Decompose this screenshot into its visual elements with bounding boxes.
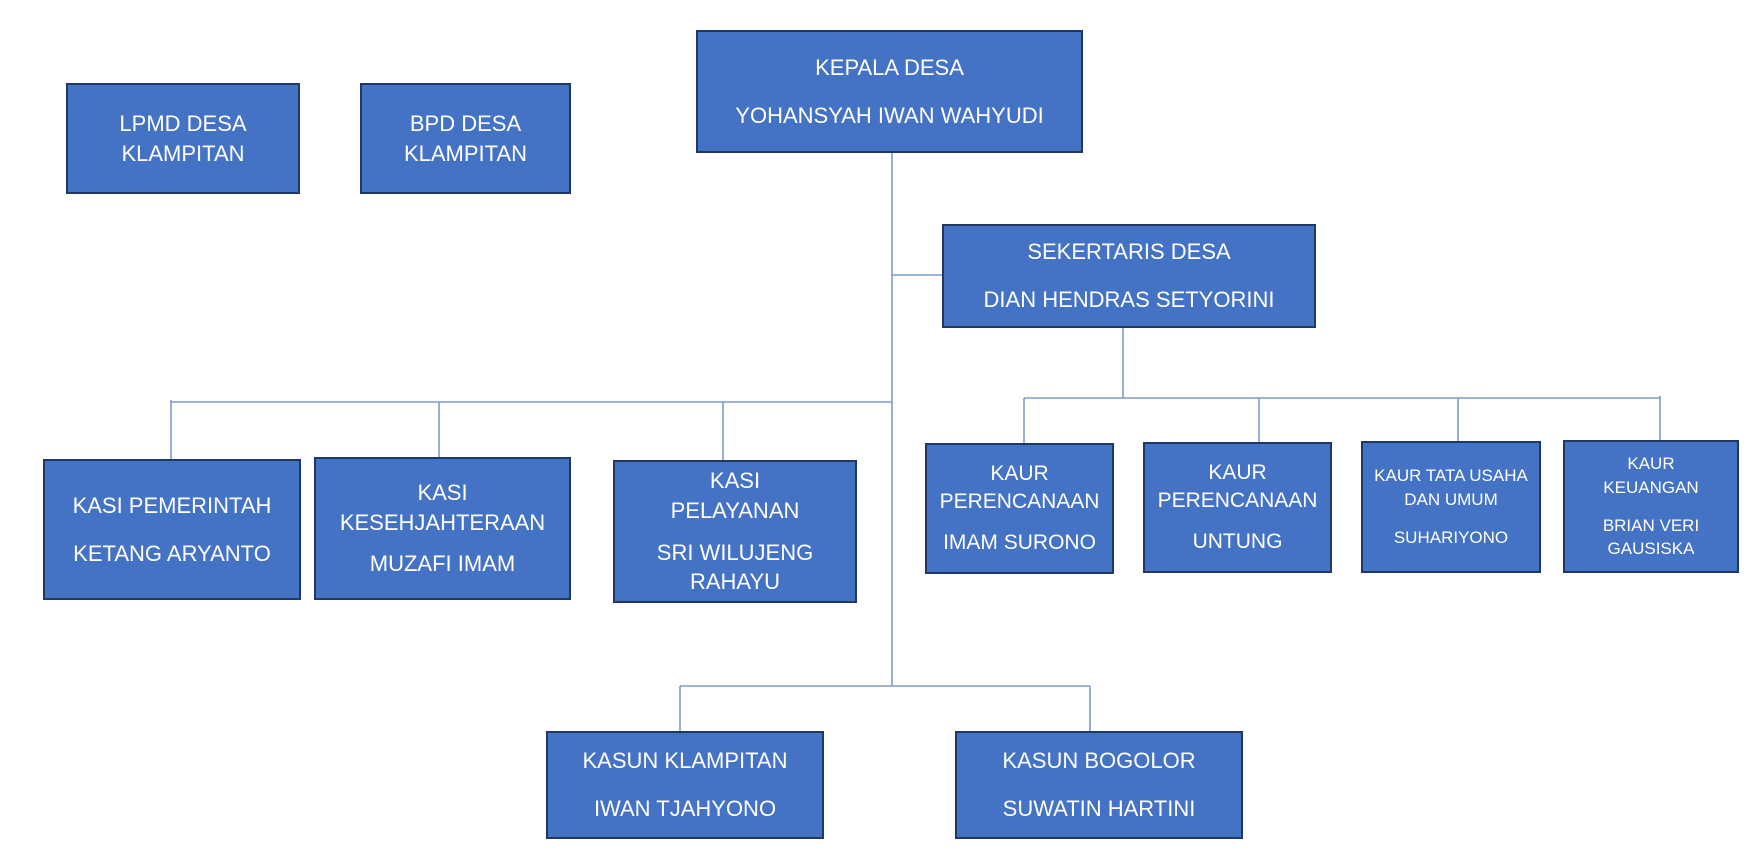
kaur-perencanaan-1-title: KAUR PERENCANAAN (939, 461, 1100, 514)
sekertaris-desa-box: SEKERTARIS DESA DIAN HENDRAS SETYORINI (942, 224, 1316, 328)
kaur-perencanaan-2-name: UNTUNG (1192, 529, 1283, 553)
kasi-pelayanan-title: KASI PELAYANAN (670, 468, 800, 523)
kasi-pemerintah-title: KASI PEMERINTAH (72, 492, 272, 518)
kepala-desa-name: YOHANSYAH IWAN WAHYUDI (735, 102, 1044, 128)
kaur-perencanaan-2-box: KAUR PERENCANAAN UNTUNG (1143, 442, 1332, 573)
kasi-pelayanan-box: KASI PELAYANAN SRI WILUJENG RAHAYU (613, 460, 857, 603)
kasun-bogolor-box: KASUN BOGOLOR SUWATIN HARTINI (955, 731, 1243, 839)
kasi-pemerintah-box: KASI PEMERINTAH KETANG ARYANTO (43, 459, 301, 600)
kasi-kesejahteraan-name: MUZAFI IMAM (369, 551, 516, 577)
kasi-pemerintah-name: KETANG ARYANTO (73, 540, 271, 566)
kepala-desa-box: KEPALA DESA YOHANSYAH IWAN WAHYUDI (696, 30, 1083, 153)
kaur-tata-usaha-box: KAUR TATA USAHA DAN UMUM SUHARIYONO (1361, 441, 1541, 573)
lpmd-desa-box: LPMD DESA KLAMPITAN (66, 83, 300, 194)
kasun-klampitan-box: KASUN KLAMPITAN IWAN TJAHYONO (546, 731, 824, 839)
bpd-title: BPD DESA KLAMPITAN (403, 110, 528, 166)
kasi-kesejahteraan-box: KASI KESEHJAHTERAAN MUZAFI IMAM (314, 457, 571, 600)
kaur-perencanaan-2-title: KAUR PERENCANAAN (1157, 460, 1318, 513)
sekertaris-desa-name: DIAN HENDRAS SETYORINI (983, 287, 1275, 312)
lpmd-title: LPMD DESA KLAMPITAN (119, 110, 247, 166)
kasun-bogolor-name: SUWATIN HARTINI (1002, 796, 1196, 821)
kaur-keuangan-title: KAUR KEUANGAN (1603, 453, 1699, 497)
kaur-perencanaan-1-name: IMAM SURONO (943, 530, 1096, 554)
kaur-tata-usaha-name: SUHARIYONO (1393, 527, 1509, 547)
kasun-klampitan-name: IWAN TJAHYONO (593, 796, 777, 821)
kasi-kesejahteraan-title: KASI KESEHJAHTERAAN (339, 479, 546, 535)
kasi-pelayanan-name: SRI WILUJENG RAHAYU (656, 539, 814, 595)
kaur-keuangan-box: KAUR KEUANGAN BRIAN VERI GAUSISKA (1563, 440, 1739, 573)
kaur-keuangan-name: BRIAN VERI GAUSISKA (1602, 515, 1700, 559)
kasun-bogolor-title: KASUN BOGOLOR (1002, 748, 1196, 774)
sekertaris-desa-title: SEKERTARIS DESA (1027, 239, 1231, 265)
kasun-klampitan-title: KASUN KLAMPITAN (582, 748, 788, 774)
kaur-tata-usaha-title: KAUR TATA USAHA DAN UMUM (1374, 466, 1528, 510)
kaur-perencanaan-1-box: KAUR PERENCANAAN IMAM SURONO (925, 443, 1114, 574)
bpd-desa-box: BPD DESA KLAMPITAN (360, 83, 571, 194)
kepala-desa-title: KEPALA DESA (815, 54, 964, 80)
